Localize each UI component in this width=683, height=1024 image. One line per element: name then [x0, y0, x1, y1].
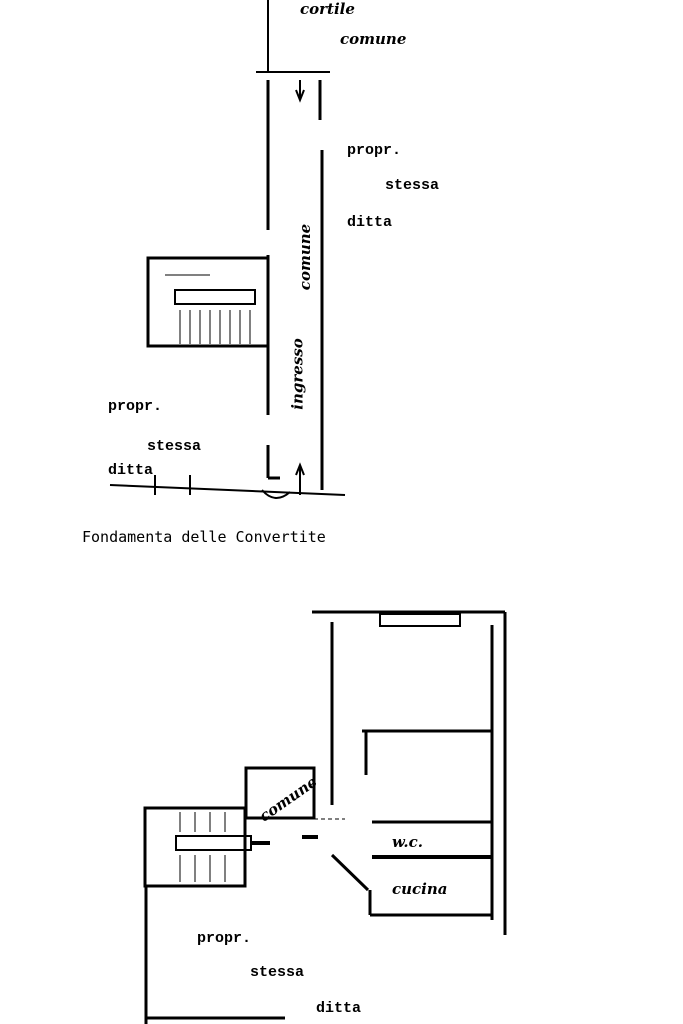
courtyard-label-2: comune	[340, 30, 407, 48]
bottom-plan-walls	[143, 610, 507, 1024]
top-plan-walls	[109, 0, 346, 499]
courtyard-label-1: cortile	[300, 0, 355, 18]
left-owner-label-3: ditta	[108, 462, 154, 479]
right-owner-label-2: stessa	[385, 177, 440, 194]
corridor-label-2: comune	[296, 223, 315, 291]
right-owner-label-3: ditta	[347, 214, 393, 231]
bottom-owner-label-3: ditta	[316, 1000, 362, 1017]
wc-label: w.c.	[392, 833, 423, 851]
left-owner-label-2: stessa	[147, 438, 202, 455]
left-owner-label-1: propr.	[108, 398, 163, 415]
bottom-owner-label-1: propr.	[197, 930, 252, 947]
right-owner-label-1: propr.	[347, 142, 402, 159]
bottom-owner-label-2: stessa	[250, 964, 305, 981]
kitchen-label: cucina	[392, 880, 448, 898]
corridor-label-1: ingresso	[288, 338, 307, 410]
street-label: Fondamenta delle Convertite	[82, 528, 326, 546]
